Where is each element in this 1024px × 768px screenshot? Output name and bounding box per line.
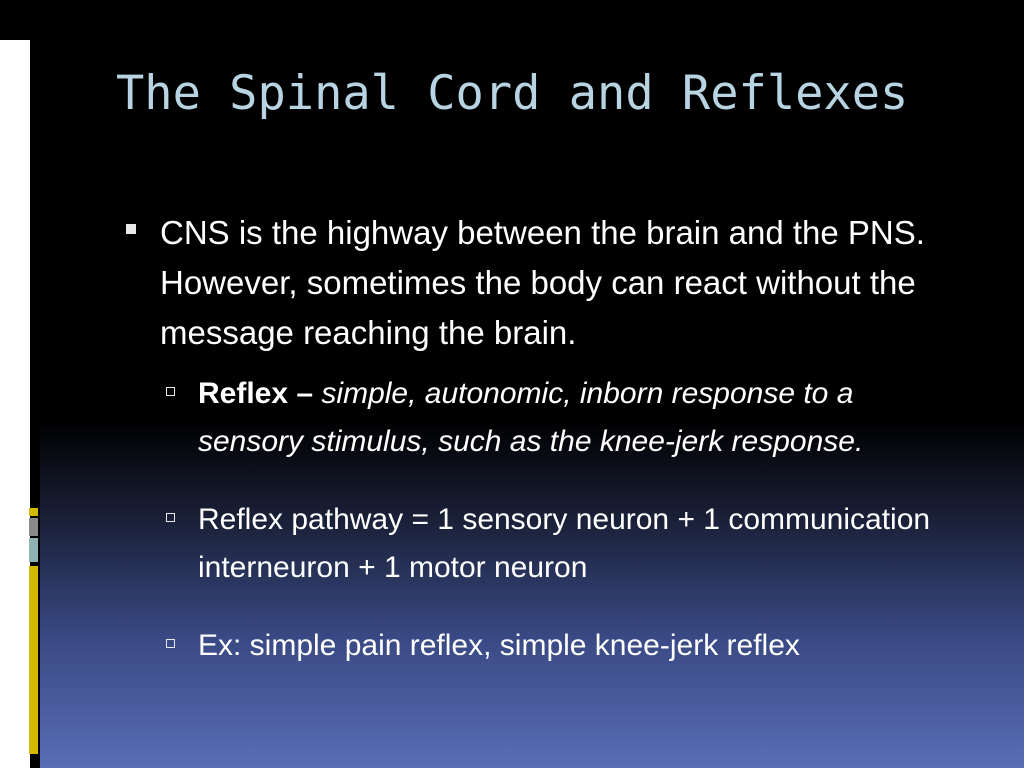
reflex-pathway-text: Reflex pathway = 1 sensory neuron + 1 co… — [198, 503, 931, 584]
hollow-square-bullet-icon — [166, 513, 175, 522]
bullet-main-text: CNS is the highway between the brain and… — [160, 214, 925, 351]
slide-title: The Spinal Cord and Reflexes — [116, 66, 909, 121]
reflex-definition: simple, autonomic, inborn response to a … — [198, 377, 864, 458]
hollow-square-bullet-icon — [166, 639, 175, 648]
deco-bar-yellow-small — [29, 508, 38, 516]
bullet-reflex-definition: Reflex – simple, autonomic, inborn respo… — [162, 370, 964, 466]
left-decoration-bars — [0, 0, 40, 768]
reflex-examples-text: Ex: simple pain reflex, simple knee-jerk… — [198, 629, 800, 662]
hollow-square-bullet-icon — [166, 387, 175, 396]
deco-bar-yellow-long — [29, 566, 38, 754]
deco-bar-top-right — [30, 0, 40, 768]
slide-content: CNS is the highway between the brain and… — [124, 208, 964, 700]
bullet-reflex-examples: Ex: simple pain reflex, simple knee-jerk… — [162, 622, 964, 670]
square-bullet-icon — [126, 224, 136, 234]
deco-bar-gray — [29, 518, 38, 536]
bullet-reflex-pathway: Reflex pathway = 1 sensory neuron + 1 co… — [162, 496, 964, 592]
reflex-term: Reflex – — [198, 377, 314, 410]
deco-bar-teal — [29, 538, 38, 562]
bullet-main: CNS is the highway between the brain and… — [124, 208, 964, 358]
